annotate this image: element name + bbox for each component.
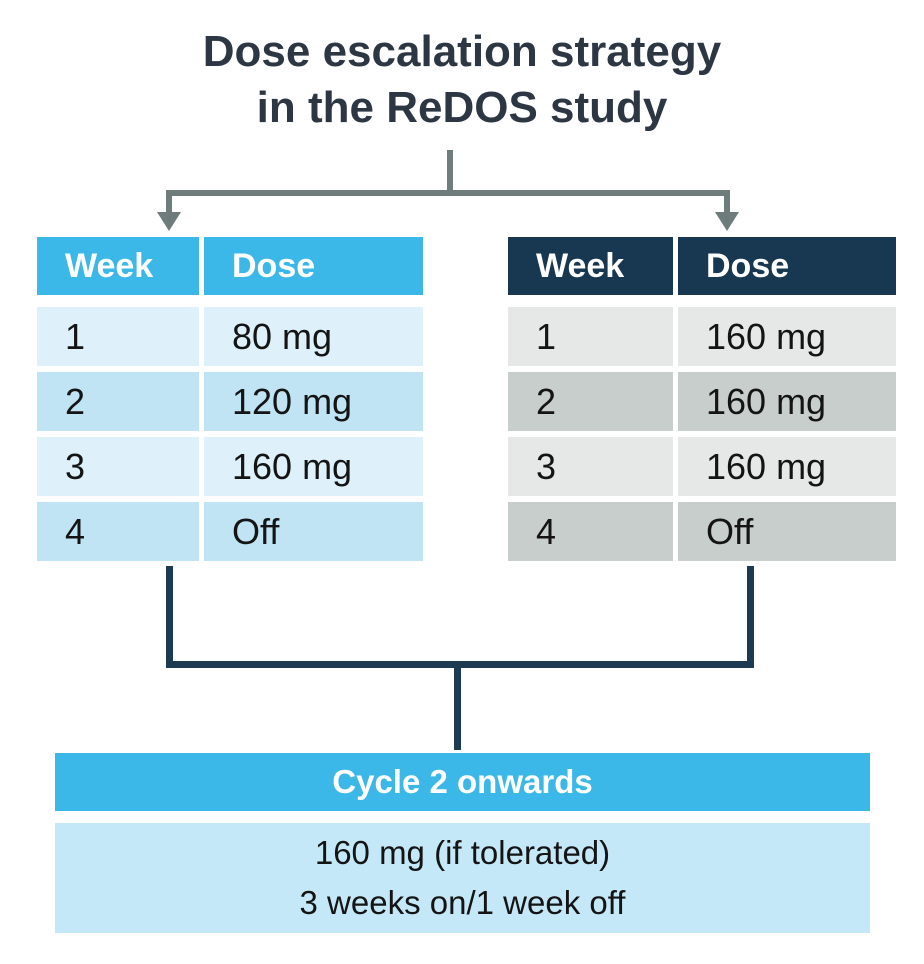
table-row: 2 120 mg [37, 372, 423, 431]
table-row: 4 Off [37, 502, 423, 561]
left-week-2: 2 [37, 372, 199, 431]
left-week-3: 3 [37, 437, 199, 496]
page-title-line-1: Dose escalation strategy [202, 27, 722, 76]
right-table-dose-header: Dose [678, 237, 896, 295]
left-dose-1: 80 mg [204, 307, 423, 366]
right-table-week-header: Week [508, 237, 673, 295]
right-dose-3: 160 mg [678, 437, 896, 496]
right-week-3: 3 [508, 437, 673, 496]
left-week-4: 4 [37, 502, 199, 561]
table-row: 3 160 mg [37, 437, 423, 496]
right-week-2: 2 [508, 372, 673, 431]
right-dose-1: 160 mg [678, 307, 896, 366]
merge-horizontal-line [166, 661, 754, 668]
page-title: Dose escalation strategy in the ReDOS st… [0, 24, 924, 136]
merge-center-stem-line [454, 661, 461, 750]
table-row: 1 160 mg [508, 307, 896, 366]
right-table-header-row: Week Dose [508, 237, 896, 295]
branch-right-drop-line [724, 190, 730, 214]
cycle-2-dose-line: 160 mg (if tolerated) [314, 834, 611, 871]
cycle-2-schedule-line: 3 weeks on/1 week off [299, 884, 626, 921]
left-dose-table: Week Dose 1 80 mg 2 120 mg 3 160 mg 4 Of… [37, 237, 423, 561]
right-dose-2: 160 mg [678, 372, 896, 431]
branch-left-drop-line [166, 190, 172, 214]
left-dose-4: Off [204, 502, 423, 561]
table-row: 1 80 mg [37, 307, 423, 366]
right-week-4: 4 [508, 502, 673, 561]
table-row: 3 160 mg [508, 437, 896, 496]
left-dose-2: 120 mg [204, 372, 423, 431]
merge-left-vertical-line [166, 566, 173, 664]
left-dose-3: 160 mg [204, 437, 423, 496]
cycle-2-box-title: Cycle 2 onwards [55, 753, 870, 811]
table-row: 4 Off [508, 502, 896, 561]
cycle-2-box: Cycle 2 onwards 160 mg (if tolerated) 3 … [55, 753, 870, 933]
merge-right-vertical-line [747, 566, 754, 664]
branch-horizontal-line [166, 190, 730, 196]
right-week-1: 1 [508, 307, 673, 366]
cycle-2-box-body: 160 mg (if tolerated) 3 weeks on/1 week … [55, 823, 870, 933]
right-dose-4: Off [678, 502, 896, 561]
top-branch-connector [157, 150, 739, 231]
left-table-dose-header: Dose [204, 237, 423, 295]
table-row: 2 160 mg [508, 372, 896, 431]
page-title-line-2: in the ReDOS study [256, 83, 668, 132]
right-dose-table: Week Dose 1 160 mg 2 160 mg 3 160 mg 4 O… [508, 237, 896, 561]
branch-stem-line [447, 150, 453, 194]
bottom-merge-connector [166, 566, 754, 750]
left-week-1: 1 [37, 307, 199, 366]
arrow-down-icon [715, 212, 739, 231]
arrow-down-icon [157, 212, 181, 231]
left-table-header-row: Week Dose [37, 237, 423, 295]
left-table-week-header: Week [37, 237, 199, 295]
